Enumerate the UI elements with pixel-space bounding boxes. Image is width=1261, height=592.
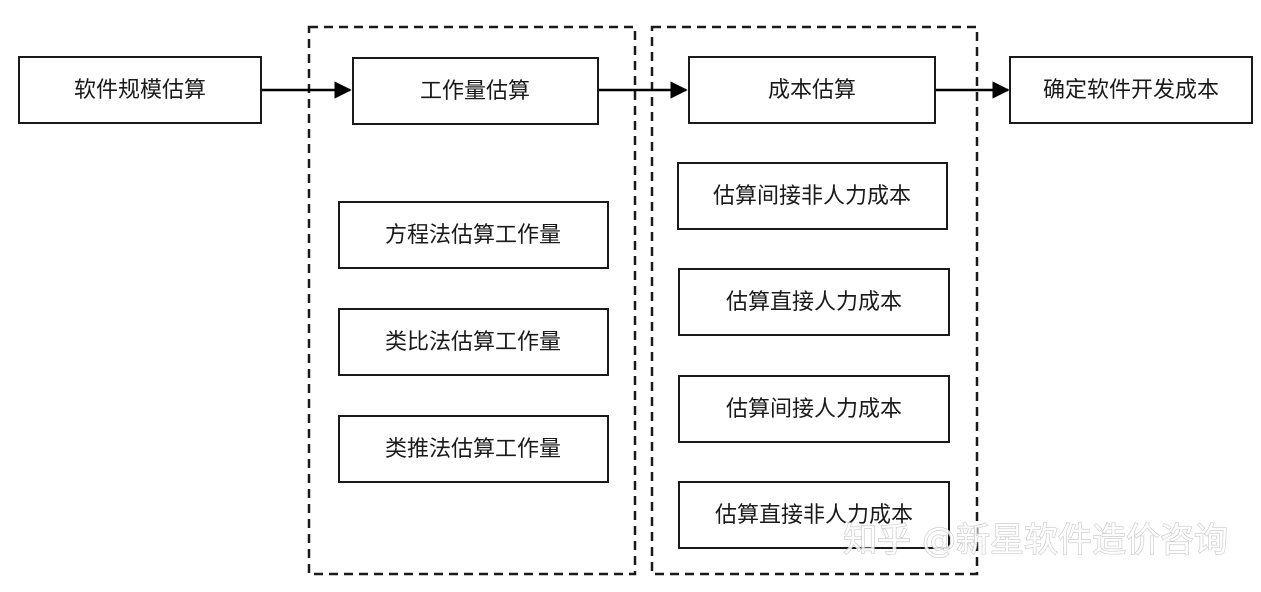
node-label: 软件规模估算 xyxy=(74,78,206,103)
node-label: 成本估算 xyxy=(768,78,856,103)
node-effort-estimation: 工作量估算 xyxy=(352,57,599,125)
node-analogy-method: 类比法估算工作量 xyxy=(338,308,609,376)
node-label: 估算间接非人力成本 xyxy=(713,184,911,209)
effort-estimation-group xyxy=(307,25,637,576)
node-label: 工作量估算 xyxy=(420,79,530,104)
cost-estimation-group xyxy=(650,25,979,576)
node-indirect-labor-cost: 估算间接人力成本 xyxy=(678,375,950,443)
node-label: 估算直接非人力成本 xyxy=(715,503,913,528)
node-equation-method: 方程法估算工作量 xyxy=(338,201,609,269)
node-label: 方程法估算工作量 xyxy=(385,223,561,248)
node-cost-estimation: 成本估算 xyxy=(688,56,936,124)
node-software-size-estimation: 软件规模估算 xyxy=(18,56,262,124)
node-determine-dev-cost: 确定软件开发成本 xyxy=(1009,56,1253,124)
node-label: 类推法估算工作量 xyxy=(385,437,561,462)
node-indirect-nonlabor-cost: 估算间接非人力成本 xyxy=(677,162,948,230)
node-label: 类比法估算工作量 xyxy=(385,330,561,355)
node-label: 估算间接人力成本 xyxy=(726,397,902,422)
node-direct-labor-cost: 估算直接人力成本 xyxy=(678,268,950,336)
node-deduction-method: 类推法估算工作量 xyxy=(338,415,609,483)
watermark-text: 知乎 @新星软件造价咨询 xyxy=(843,521,1228,561)
node-label: 确定软件开发成本 xyxy=(1043,78,1219,103)
node-label: 估算直接人力成本 xyxy=(726,290,902,315)
node-direct-nonlabor-cost: 估算直接非人力成本 xyxy=(678,481,950,549)
